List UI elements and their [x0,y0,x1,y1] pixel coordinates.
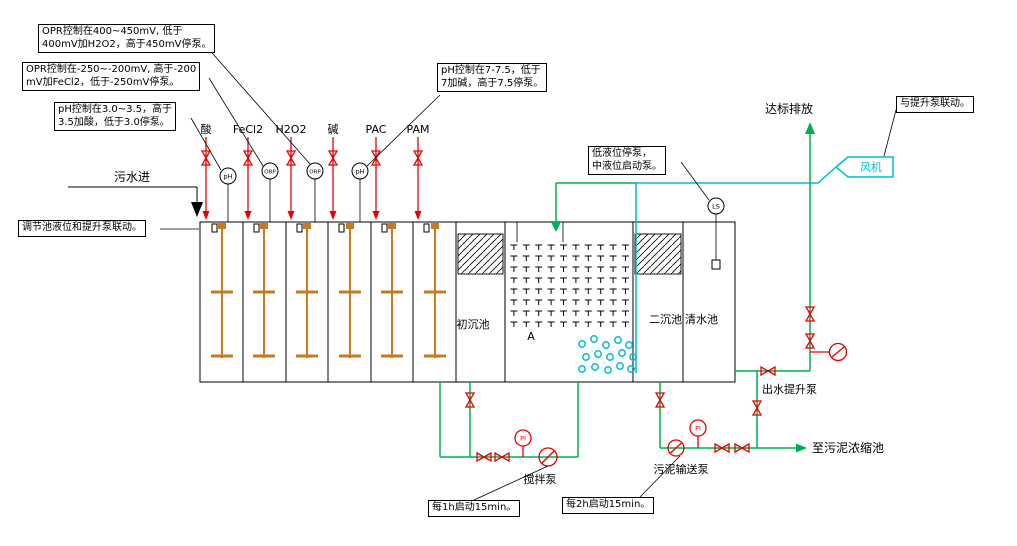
blower-label: 风机 [860,160,882,174]
blower: 风机 [834,156,894,178]
aeration-feed-line [551,182,636,232]
main-tank [199,221,736,383]
primary-tank-label: 初沉池 [457,317,490,331]
chemical-label-alkali: 碱 [328,123,339,136]
equalization-mixers [211,223,446,358]
svg-text:pH: pH [223,173,232,181]
chemical-dosing-lines [201,137,423,220]
air-bubbles [578,335,637,374]
chemical-label-pac: PAC [366,123,387,136]
note-lift-link: 与提升泵联动。 [896,96,974,113]
mixer-icon [381,223,403,358]
secondary-tank-label: 二沉池 [649,313,682,326]
dosing-line-h2o2 [286,137,296,220]
note-line: 中液位启动泵。 [592,160,662,172]
mixer-icon [253,223,275,358]
svg-text:PI: PI [695,425,701,433]
note-sludge-timer: 每2h启动15min。 [562,497,655,514]
ph-sensor-2: pH [351,162,369,222]
dosing-line-acid [201,137,211,220]
note-line: 与提升泵联动。 [900,98,970,109]
mixer-icon [424,223,446,358]
mixer-icon [211,223,233,358]
aeration-diffusers [508,242,631,330]
svg-text:LS: LS [712,203,720,211]
note-line: pH控制在7-7.5，低于 [441,65,541,76]
note-line: 每1h启动15min。 [432,502,517,513]
dosing-line-pam [413,137,423,220]
sludge-line: PI [655,382,807,457]
mixer-icon [339,223,361,358]
note-leaders [160,45,897,501]
note-line: pH控制在3.0~3.5，高于 [58,104,173,115]
sludge-pump-icon [667,439,685,457]
note-line: 3.5加酸，低于3.0停泵。 [58,116,170,128]
effluent-drain-line [752,371,762,448]
chemical-label-acid: 酸 [201,122,212,136]
note-mix-timer: 每1h启动15min。 [428,500,521,517]
primary-clarifier-media [457,233,504,275]
level-switch: LS [707,197,725,270]
note-level-control: 低液位停泵， 中液位启动泵。 [588,146,666,175]
ph-sensor-1: pH [219,167,237,222]
discharge-label: 达标排放 [765,101,813,116]
svg-text:ORP: ORP [309,170,321,176]
secondary-clarifier-media [634,233,682,275]
to-thickener-label: 至污泥浓缩池 [812,440,884,455]
sludge-pump-label: 污泥输送泵 [654,462,709,476]
svg-text:PI: PI [520,435,526,443]
note-regulating-tank: 调节池液位和提升泵联动。 [18,220,146,237]
note-line: 调节池液位和提升泵联动。 [22,222,142,233]
effluent-line [735,122,848,376]
orp-sensor-2: ORP [306,162,324,222]
chemical-label-h2o2: H2O2 [276,123,307,136]
effluent-pump-icon [828,342,848,362]
aeration-tank-label: A [527,330,535,343]
note-line: 低液位停泵， [592,148,652,159]
svg-text:pH: pH [355,168,364,176]
note-line: mV加FeCl2，低于-250mV停泵。 [26,76,180,88]
note-line: OPR控制在400~450mV, 低于 [42,26,183,37]
chemical-label-fecl2: FeCl2 [233,123,263,136]
note-acid-control: pH控制在3.0~3.5，高于 3.5加酸，低于3.0停泵。 [54,102,177,131]
note-line: 400mV加H2O2，高于450mV停泵。 [42,38,212,50]
dosing-line-fecl2 [243,137,253,220]
note-alkali-control: pH控制在7-7.5，低于 7加碱，高于7.5停泵。 [437,63,548,92]
influent-line [68,186,203,217]
note-h2o2-control: OPR控制在400~450mV, 低于 400mV加H2O2，高于450mV停泵… [38,24,216,53]
svg-text:ORP: ORP [264,170,276,176]
dosing-line-alkali [328,137,338,220]
effluent-pump-label: 出水提升泵 [762,382,817,396]
note-fecl2-control: OPR控制在-250~-200mV, 高于-200 mV加FeCl2，低于-25… [22,62,201,91]
chemical-label-pam: PAM [407,123,430,136]
mixing-loop: PI [439,382,579,467]
note-line: 7加碱，高于7.5停泵。 [441,77,544,89]
pressure-indicator-2: PI [689,419,707,448]
clear-tank-label: 清水池 [685,313,718,326]
mixer-icon [296,223,318,358]
dosing-line-pac [371,137,381,220]
mixing-pump-label: 搅拌泵 [524,472,557,486]
pressure-indicator-1: PI [514,429,532,457]
influent-label: 污水进 [114,170,150,184]
note-line: OPR控制在-250~-200mV, 高于-200 [26,64,197,75]
orp-sensor-1: ORP [261,162,279,222]
note-line: 每2h启动15min。 [566,499,651,510]
